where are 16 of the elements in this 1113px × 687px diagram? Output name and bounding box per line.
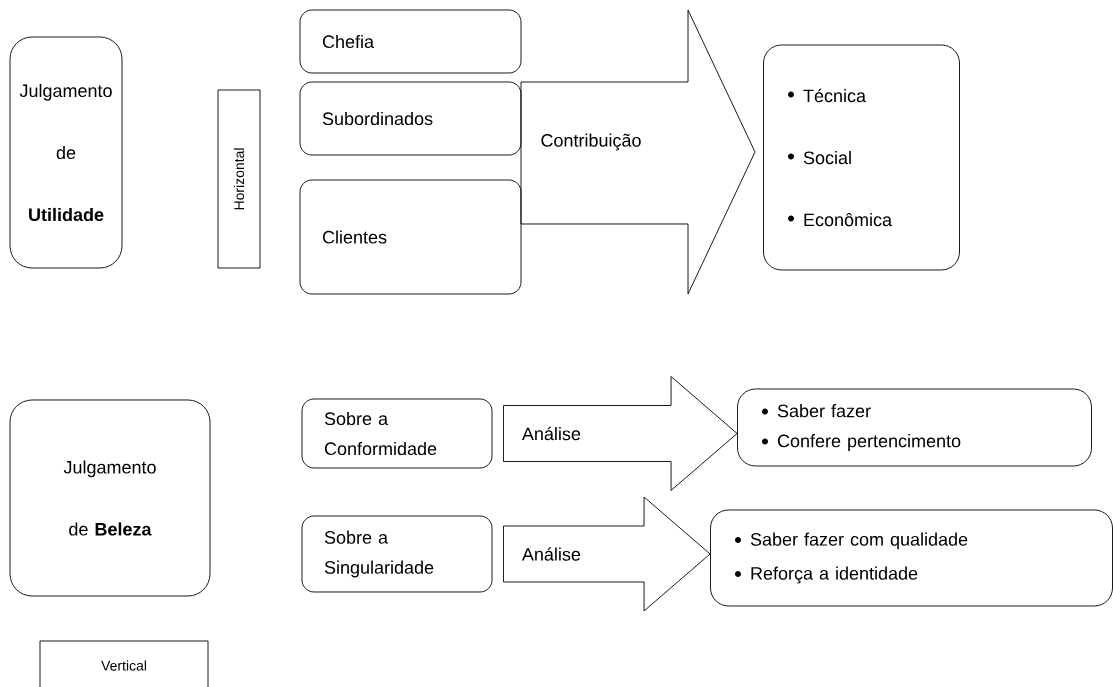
- block-arrow: [503, 376, 738, 491]
- rounded-box: Julgamento de Beleza: [9, 399, 211, 597]
- rounded-box: Clientes: [299, 179, 522, 295]
- rounded-box: Chefia: [299, 9, 522, 74]
- label-box: Vertical: [39, 640, 209, 687]
- block-arrow: [503, 496, 711, 612]
- rounded-box: Sobre a Conformidade: [301, 398, 493, 469]
- rounded-box: Subordinados: [299, 81, 522, 156]
- rounded-box: Sobre a Singularidade: [301, 515, 493, 593]
- bullet-list-box: Saber fazer com qualidade Reforça a identidade: [710, 509, 1113, 607]
- bullet-list-box: Saber fazer Confere pertencimento: [737, 388, 1092, 467]
- bullet-list-box: Técnica Social Econômica: [763, 44, 960, 271]
- edge-label: Análise: [520, 425, 582, 442]
- rounded-box: Julgamento de Utilidade: [9, 36, 123, 269]
- edge-label: Análise: [520, 546, 582, 562]
- label-box: Horizontal: [217, 89, 261, 269]
